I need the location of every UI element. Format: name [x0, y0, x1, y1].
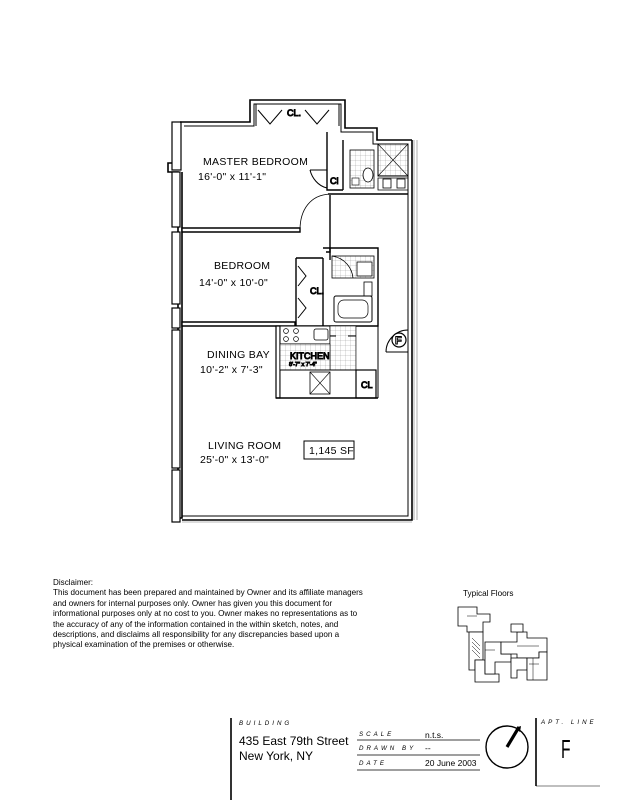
bedroom-closet: CL. [297, 265, 325, 319]
kitchen-closet-label: CL [361, 380, 373, 390]
disclaimer: Disclaimer: This document has been prepa… [53, 578, 398, 651]
building-caption: BUILDING [239, 720, 293, 727]
living-name: LIVING ROOM [208, 440, 281, 452]
disclaimer-heading: Disclaimer: [53, 578, 94, 587]
top-closet: CL. [255, 104, 340, 126]
second-bath [331, 255, 375, 323]
date-value: 20 June 2003 [425, 758, 477, 768]
dining-dims: 10'-2" x 7'-3" [200, 364, 263, 376]
area-box [303, 440, 355, 460]
address-line2: New York, NY [239, 749, 314, 763]
top-closet-label: CL. [287, 108, 301, 118]
master-bedroom-name: MASTER BEDROOM [203, 156, 308, 168]
title-block-frame [230, 718, 600, 800]
disclaimer-line: physical examination of the premises or … [53, 640, 235, 650]
unit-marker: F [395, 335, 402, 347]
keyplan-title: Typical Floors [463, 589, 514, 598]
date-caption: DATE [359, 760, 388, 767]
exterior-walls [167, 99, 418, 523]
drawn-by-caption: DRAWN BY [359, 745, 417, 752]
scale-caption: SCALE [359, 731, 395, 738]
bedroom-name: BEDROOM [214, 260, 270, 272]
address-line1: 435 East 79th Street [239, 734, 349, 748]
area-label: 1,145 SF [309, 445, 354, 457]
master-closet-label: Cl [330, 176, 339, 186]
master-closet: Cl [309, 169, 339, 189]
entry-door: F [377, 326, 409, 398]
disclaimer-line: descriptions, and disclaims all responsi… [53, 630, 340, 640]
disclaimer-line: This document has been prepared and main… [53, 588, 363, 598]
master-bedroom-walls [181, 132, 408, 253]
apt-line-value: F [561, 734, 571, 764]
bedroom-dims: 14'-0" x 10'-0" [199, 277, 268, 289]
disclaimer-line: informational purposes only at no cost t… [53, 609, 358, 619]
disclaimer-line: and owners for internal purposes only. O… [53, 598, 333, 608]
scale-value: n.t.s. [425, 730, 444, 740]
bedroom-closet-label: CL. [310, 286, 324, 296]
kitchen-name: KITCHEN [290, 351, 330, 361]
dining-name: DINING BAY [207, 349, 270, 361]
title-block: BUILDING 435 East 79th Street New York, … [0, 712, 618, 800]
floor-plan: CL. Cl CL. [167, 99, 418, 523]
living-dims: 25'-0" x 13'-0" [200, 454, 269, 466]
master-bath [349, 143, 409, 191]
keyplan [457, 606, 548, 683]
apt-line-caption: APT. LINE [541, 719, 597, 726]
kitchen-dims: 8'-7" x 7'-4" [289, 362, 317, 368]
drawn-by-value: -- [425, 743, 431, 753]
master-bedroom-dims: 16'-0" x 11'-1" [198, 171, 266, 183]
disclaimer-line: the accuracy of any of the information c… [53, 619, 339, 629]
kitchen: KITCHEN 8'-7" x 7'-4" CL [275, 325, 378, 399]
